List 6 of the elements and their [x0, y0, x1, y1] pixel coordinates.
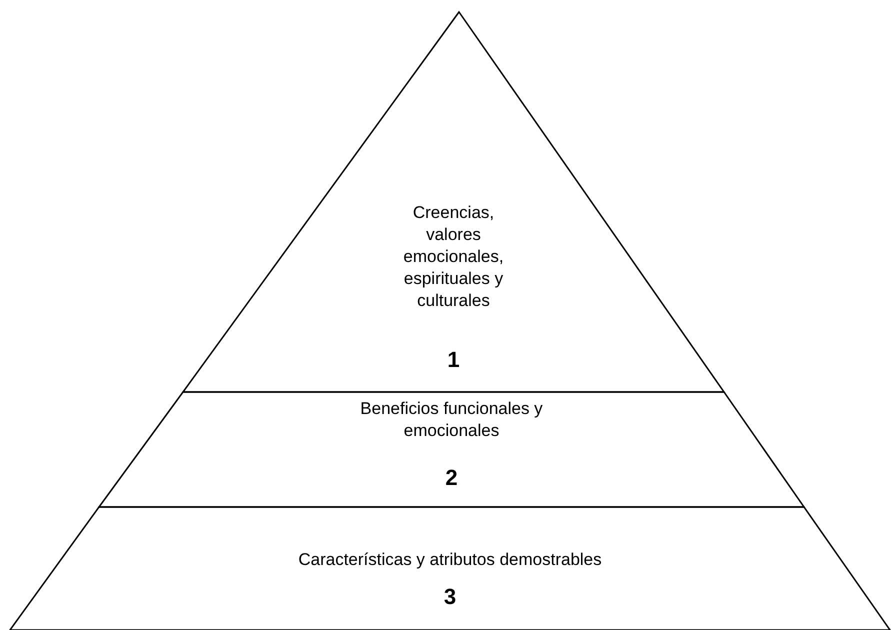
tier-description: Creencias, valores emocionales, espirituales y culturales [402, 202, 505, 312]
tier-number: 2 [444, 466, 459, 490]
tier-number: 1 [446, 348, 461, 372]
tier-number: 3 [442, 585, 458, 609]
tier-description: Características y atributos demostrables [297, 549, 603, 571]
tier-description: Beneficios funcionales y emocionales [359, 398, 544, 442]
